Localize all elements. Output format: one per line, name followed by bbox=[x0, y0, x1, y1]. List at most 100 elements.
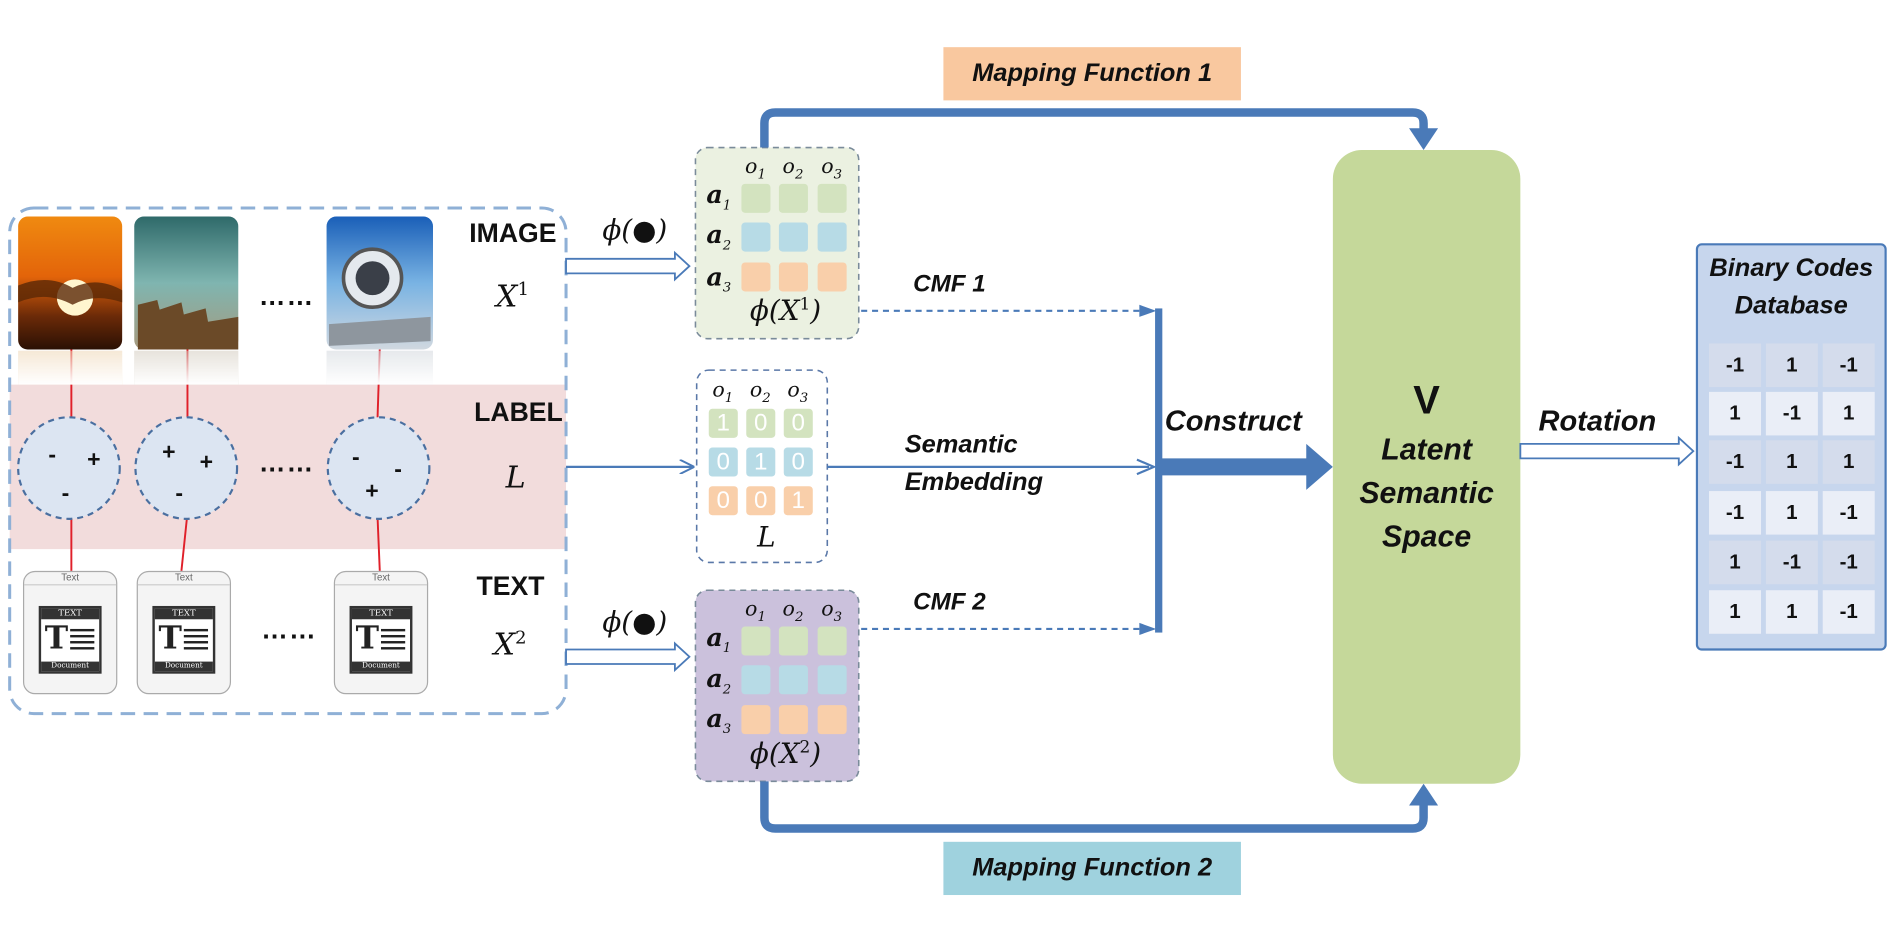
rotation-label: Rotation bbox=[1538, 405, 1657, 438]
cmf1-arrowhead bbox=[1139, 304, 1157, 317]
col-header: o3 bbox=[821, 154, 843, 182]
text-document-3: Text TEXT T Document bbox=[333, 570, 429, 695]
construct-label: Construct bbox=[1164, 405, 1302, 438]
sign: - bbox=[175, 481, 184, 507]
row-header: a3 bbox=[706, 261, 732, 296]
document-icon: TEXT T Document bbox=[38, 605, 102, 674]
label-value: 0 bbox=[783, 408, 813, 438]
cmf2-arrowhead bbox=[1139, 622, 1157, 635]
text-document-2: Text TEXT T Document bbox=[136, 570, 232, 695]
image-thumb-sunset bbox=[18, 216, 123, 385]
sign: + bbox=[199, 449, 214, 476]
col-header: o2 bbox=[782, 597, 804, 625]
row-header: a2 bbox=[706, 662, 732, 697]
binary-cell: -1 bbox=[1765, 540, 1818, 585]
binary-cell: 1 bbox=[1709, 540, 1762, 585]
image-thumb-jet bbox=[326, 216, 434, 385]
latent-symbol: V bbox=[1413, 377, 1440, 423]
collector-bar bbox=[1155, 308, 1163, 633]
phi-image-label: ϕ(●) bbox=[602, 215, 668, 247]
document-icon: TEXT T Document bbox=[152, 605, 216, 674]
semantic-label-line2: Embedding bbox=[904, 468, 1044, 496]
label-value: 1 bbox=[783, 486, 813, 516]
modality-group-box bbox=[8, 206, 568, 716]
mapping1-arrow bbox=[760, 108, 1428, 148]
doc-top-label: Text bbox=[24, 572, 117, 586]
text-document-1: Text TEXT T Document bbox=[22, 570, 118, 695]
semantic-label-line1: Semantic bbox=[904, 430, 1018, 459]
row-header: a1 bbox=[706, 621, 732, 656]
col-header: o1 bbox=[745, 597, 766, 625]
doc-letter: T bbox=[355, 620, 380, 657]
mapping2-arrow bbox=[760, 781, 1428, 833]
sign: - bbox=[394, 457, 402, 483]
binary-cell: 1 bbox=[1765, 491, 1818, 535]
image-ellipsis: …… bbox=[258, 280, 315, 311]
label-circles bbox=[17, 416, 431, 520]
phi-arrow-text bbox=[565, 641, 691, 673]
row-header: a3 bbox=[706, 702, 732, 737]
label-value: 0 bbox=[746, 408, 776, 438]
matrix-image-caption: ϕ(X1) bbox=[749, 295, 822, 328]
text-symbol: X2 bbox=[493, 626, 527, 662]
doc-bottom: Document bbox=[351, 661, 411, 672]
rotation-arrow bbox=[1519, 435, 1695, 467]
doc-cap: TEXT bbox=[351, 608, 411, 620]
mapping1-arrowhead bbox=[1409, 128, 1439, 150]
label-modality-label: LABEL bbox=[474, 396, 563, 427]
phi-arrow-image bbox=[565, 250, 691, 282]
sign: + bbox=[87, 447, 101, 473]
row-header: a2 bbox=[706, 218, 732, 254]
matrix-label-caption: L bbox=[757, 522, 776, 554]
binary-cell: -1 bbox=[1709, 491, 1762, 535]
col-header: o3 bbox=[787, 378, 809, 406]
text-modality-label: TEXT bbox=[476, 570, 545, 602]
label-value: 0 bbox=[746, 486, 776, 516]
doc-cap: TEXT bbox=[154, 608, 213, 620]
sign: + bbox=[365, 478, 379, 505]
document-icon: TEXT T Document bbox=[349, 605, 413, 674]
doc-letter: T bbox=[44, 620, 69, 657]
binary-cell: -1 bbox=[1822, 343, 1875, 388]
doc-top-label: Text bbox=[137, 572, 230, 586]
label-value: 0 bbox=[708, 486, 738, 516]
binary-cell: 1 bbox=[1822, 440, 1875, 484]
label-symbol: L bbox=[505, 459, 526, 495]
col-header: o1 bbox=[745, 154, 766, 182]
sign: - bbox=[48, 442, 57, 469]
sign: - bbox=[351, 445, 360, 471]
construct-arrow bbox=[1158, 443, 1333, 490]
cmf2-label: CMF 2 bbox=[913, 589, 986, 616]
col-header: o2 bbox=[749, 378, 771, 406]
image-symbol: X1 bbox=[495, 278, 529, 314]
col-header: o2 bbox=[782, 154, 804, 182]
binary-cell: -1 bbox=[1709, 440, 1762, 484]
cmf1-label: CMF 1 bbox=[913, 270, 986, 298]
binary-cell: 1 bbox=[1765, 343, 1818, 388]
label-value: 1 bbox=[746, 447, 776, 477]
latent-line3: Space bbox=[1382, 520, 1472, 554]
binary-cell: 1 bbox=[1709, 590, 1762, 634]
image-thumb-building bbox=[134, 216, 239, 385]
label-value: 0 bbox=[708, 447, 738, 477]
binary-cell: 1 bbox=[1765, 590, 1818, 634]
binary-cell: -1 bbox=[1822, 540, 1875, 585]
latent-line2: Semantic bbox=[1359, 476, 1494, 511]
doc-top-label: Text bbox=[335, 572, 427, 586]
doc-cap: TEXT bbox=[41, 608, 100, 620]
matrix-text-caption: ϕ(X2) bbox=[749, 737, 822, 771]
sign: + bbox=[162, 440, 176, 466]
doc-bottom: Document bbox=[154, 661, 213, 672]
latent-line1: Latent bbox=[1381, 433, 1472, 467]
binary-cell: -1 bbox=[1822, 590, 1875, 634]
sign: - bbox=[61, 481, 70, 507]
binary-cell: -1 bbox=[1822, 491, 1875, 535]
binary-db-title-2: Database bbox=[1734, 291, 1848, 320]
mapping-function-2-label: Mapping Function 2 bbox=[943, 841, 1241, 896]
doc-letter: T bbox=[158, 620, 182, 657]
doc-bottom: Document bbox=[41, 661, 100, 672]
col-header: o3 bbox=[821, 597, 843, 625]
label-ellipsis: …… bbox=[258, 447, 315, 478]
binary-db-title-1: Binary Codes bbox=[1709, 253, 1874, 282]
image-modality-label: IMAGE bbox=[469, 217, 557, 248]
